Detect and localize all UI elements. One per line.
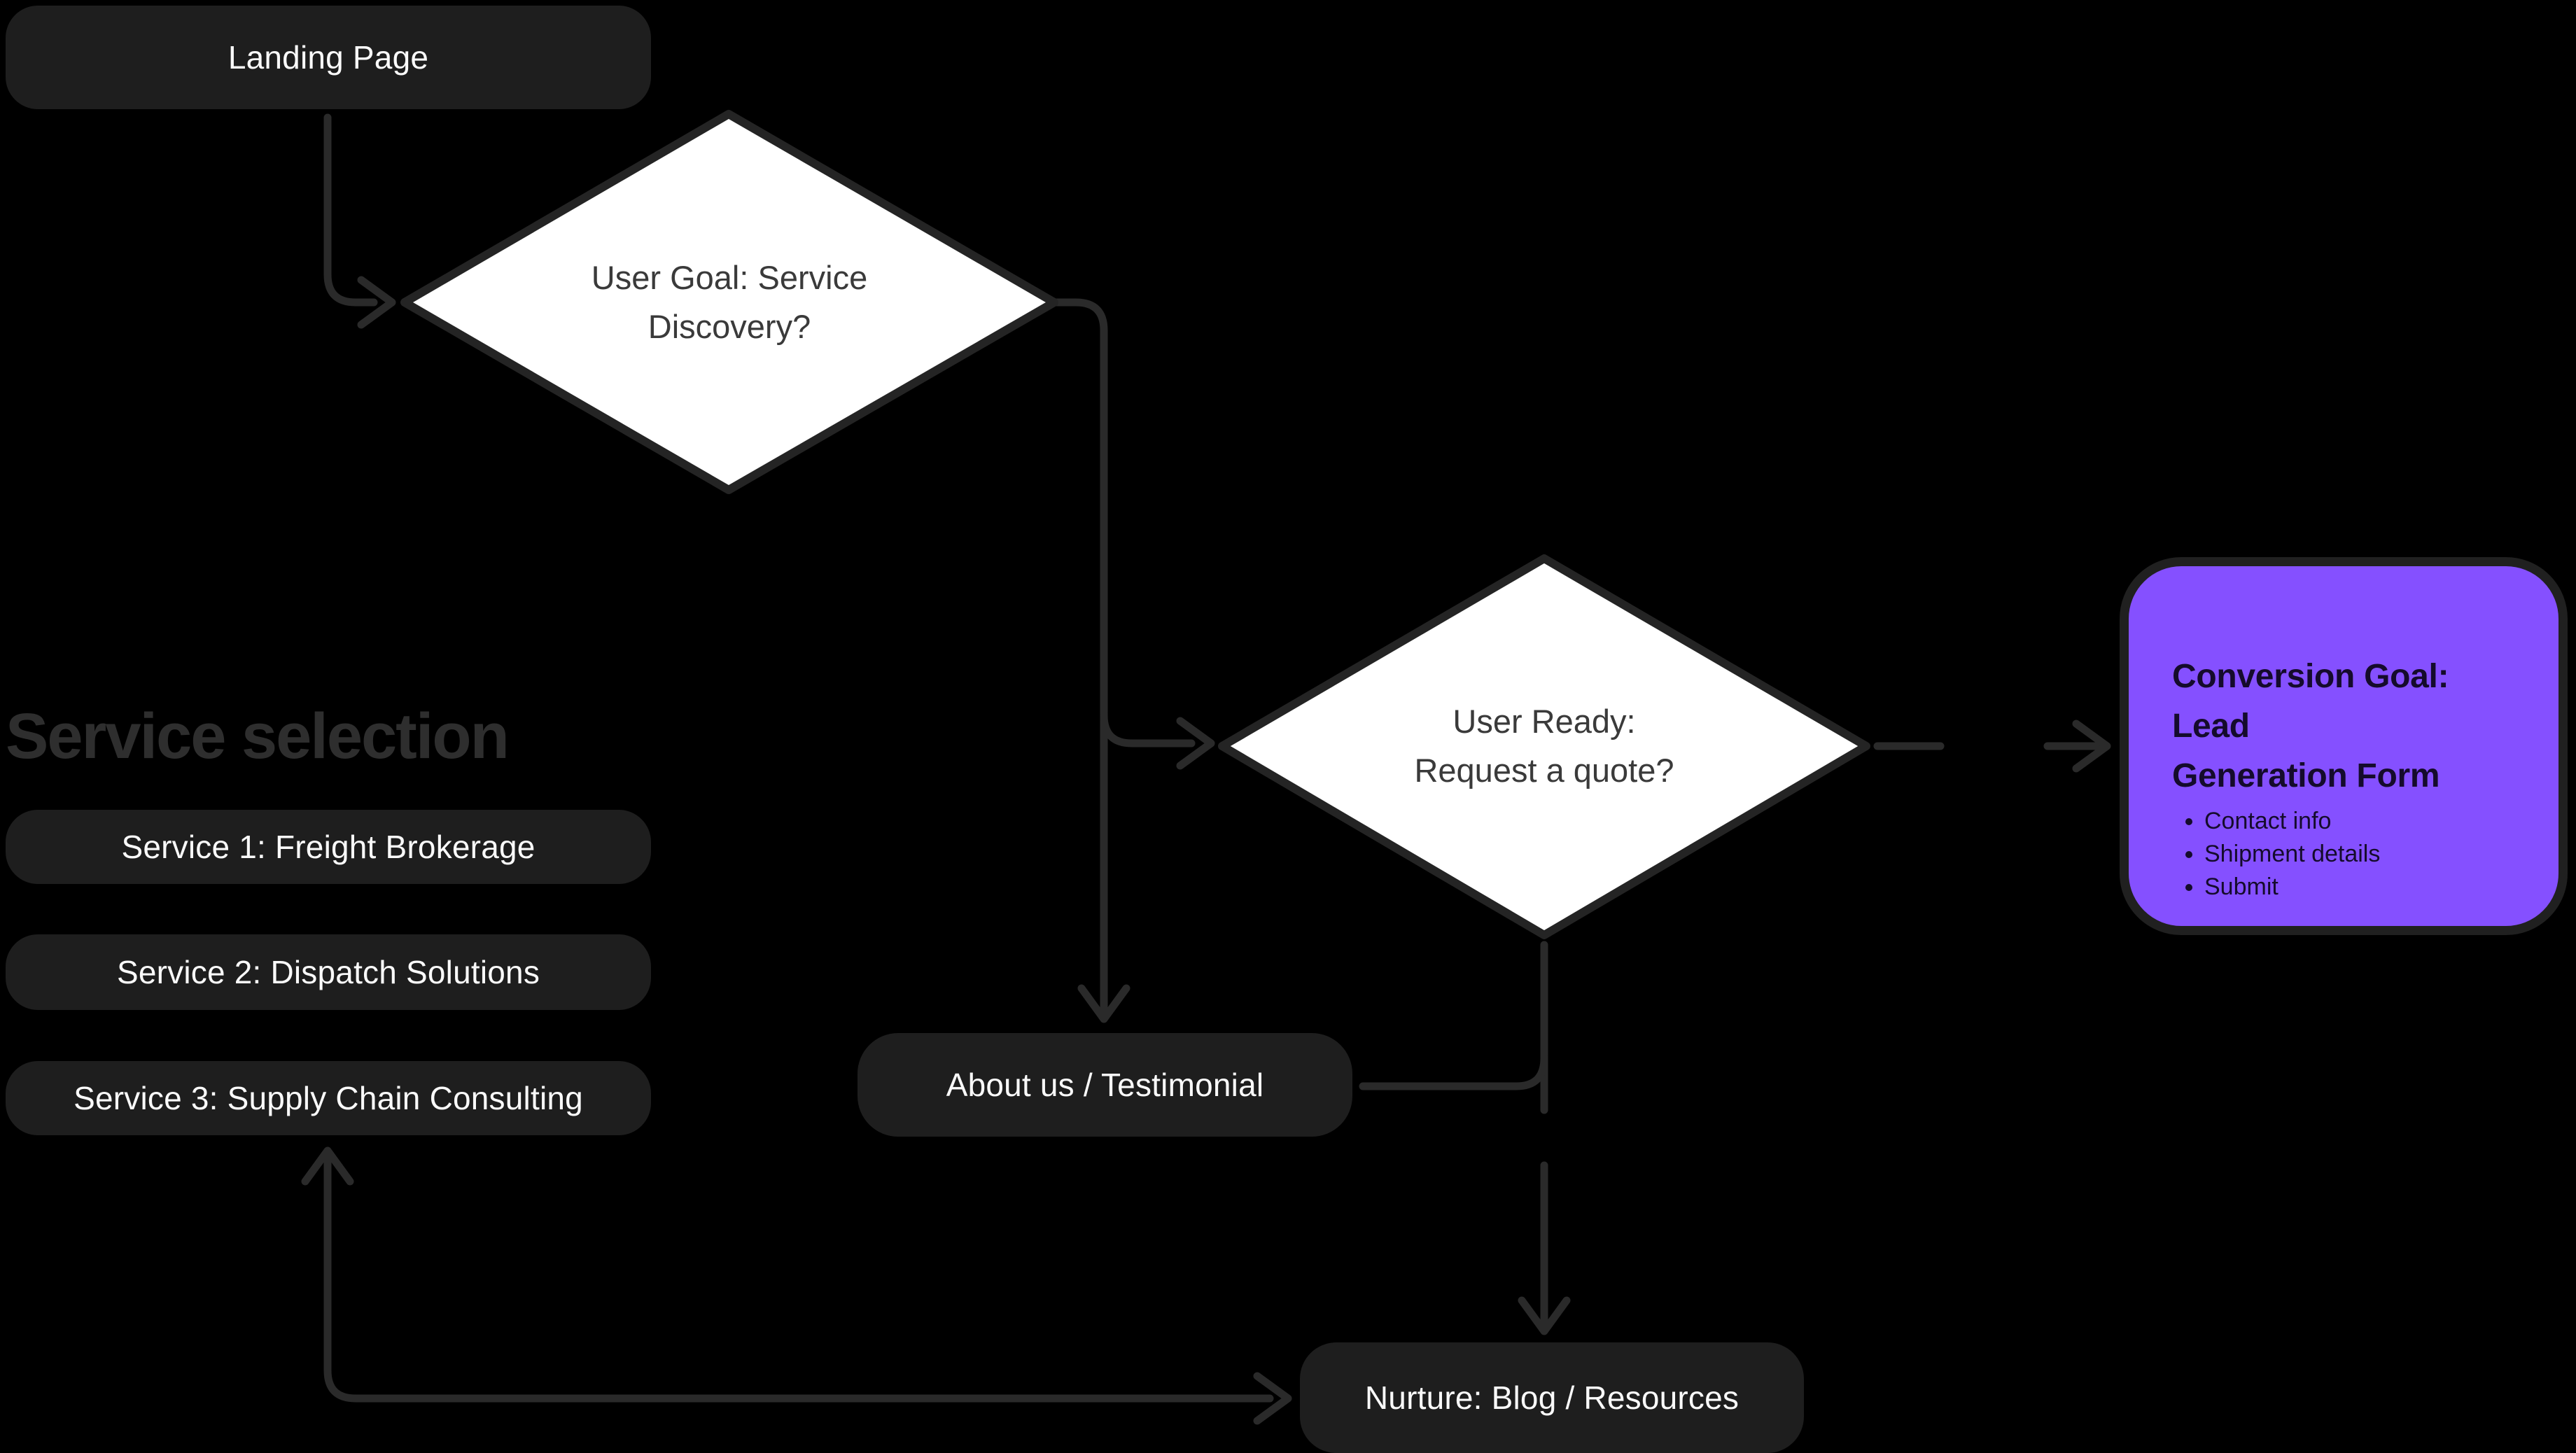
arrowhead-right-icon xyxy=(2072,720,2111,773)
arrowhead-right-icon xyxy=(1176,717,1215,770)
conversion-bullet-contact: Contact info xyxy=(2204,805,2530,838)
section-heading-service-selection: Service selection xyxy=(6,701,510,772)
arrowhead-down-icon xyxy=(1077,984,1130,1023)
service-3-label: Service 3: Supply Chain Consulting xyxy=(74,1080,583,1116)
edge-discovery-to-quote[interactable] xyxy=(1100,711,1215,770)
service-2-label: Service 2: Dispatch Solutions xyxy=(116,954,540,990)
decision-diamond-service-discovery[interactable] xyxy=(400,110,1058,494)
arrowhead-down-icon xyxy=(1518,1296,1571,1335)
decision-diamond-request-quote[interactable] xyxy=(1218,554,1870,939)
arrowhead-right-icon xyxy=(1253,1372,1292,1425)
about-us-label: About us / Testimonial xyxy=(946,1067,1264,1103)
landing-page-node[interactable]: Landing Page xyxy=(6,6,651,109)
landing-page-label: Landing Page xyxy=(227,39,429,76)
edge-quote-to-conversion[interactable] xyxy=(1873,720,2111,773)
edge-loop-nurture-service3[interactable] xyxy=(301,1146,1292,1425)
service-2-node[interactable]: Service 2: Dispatch Solutions xyxy=(6,934,651,1010)
about-us-node[interactable]: About us / Testimonial xyxy=(858,1033,1352,1137)
conversion-bullet-list: Contact info Shipment details Submit xyxy=(2172,805,2530,904)
arrowhead-up-icon xyxy=(301,1146,354,1186)
service-1-node[interactable]: Service 1: Freight Brokerage xyxy=(6,810,651,884)
conversion-goal-title: Conversion Goal: Lead Generation Form xyxy=(2172,658,2449,794)
nurture-node[interactable]: Nurture: Blog / Resources xyxy=(1300,1342,1804,1453)
conversion-goal-node[interactable]: Conversion Goal: Lead Generation Form Co… xyxy=(2120,557,2568,935)
conversion-bullet-shipment: Shipment details xyxy=(2204,838,2530,871)
decision-request-quote-label: User Ready: Request a quote? xyxy=(1414,703,1674,789)
conversion-bullet-submit: Submit xyxy=(2204,871,2530,904)
arrowhead-right-icon xyxy=(357,276,396,329)
service-1-label: Service 1: Freight Brokerage xyxy=(121,829,536,865)
edge-about-to-quote-trunk[interactable] xyxy=(1359,1054,1548,1090)
edge-quote-to-nurture[interactable] xyxy=(1518,941,1571,1335)
decision-service-discovery-label: User Goal: Service Discovery? xyxy=(591,259,868,345)
edge-discovery-to-about[interactable] xyxy=(1051,298,1130,1023)
service-3-node[interactable]: Service 3: Supply Chain Consulting xyxy=(6,1061,651,1135)
edge-landing-to-discovery[interactable] xyxy=(323,113,396,329)
nurture-label: Nurture: Blog / Resources xyxy=(1364,1380,1740,1416)
